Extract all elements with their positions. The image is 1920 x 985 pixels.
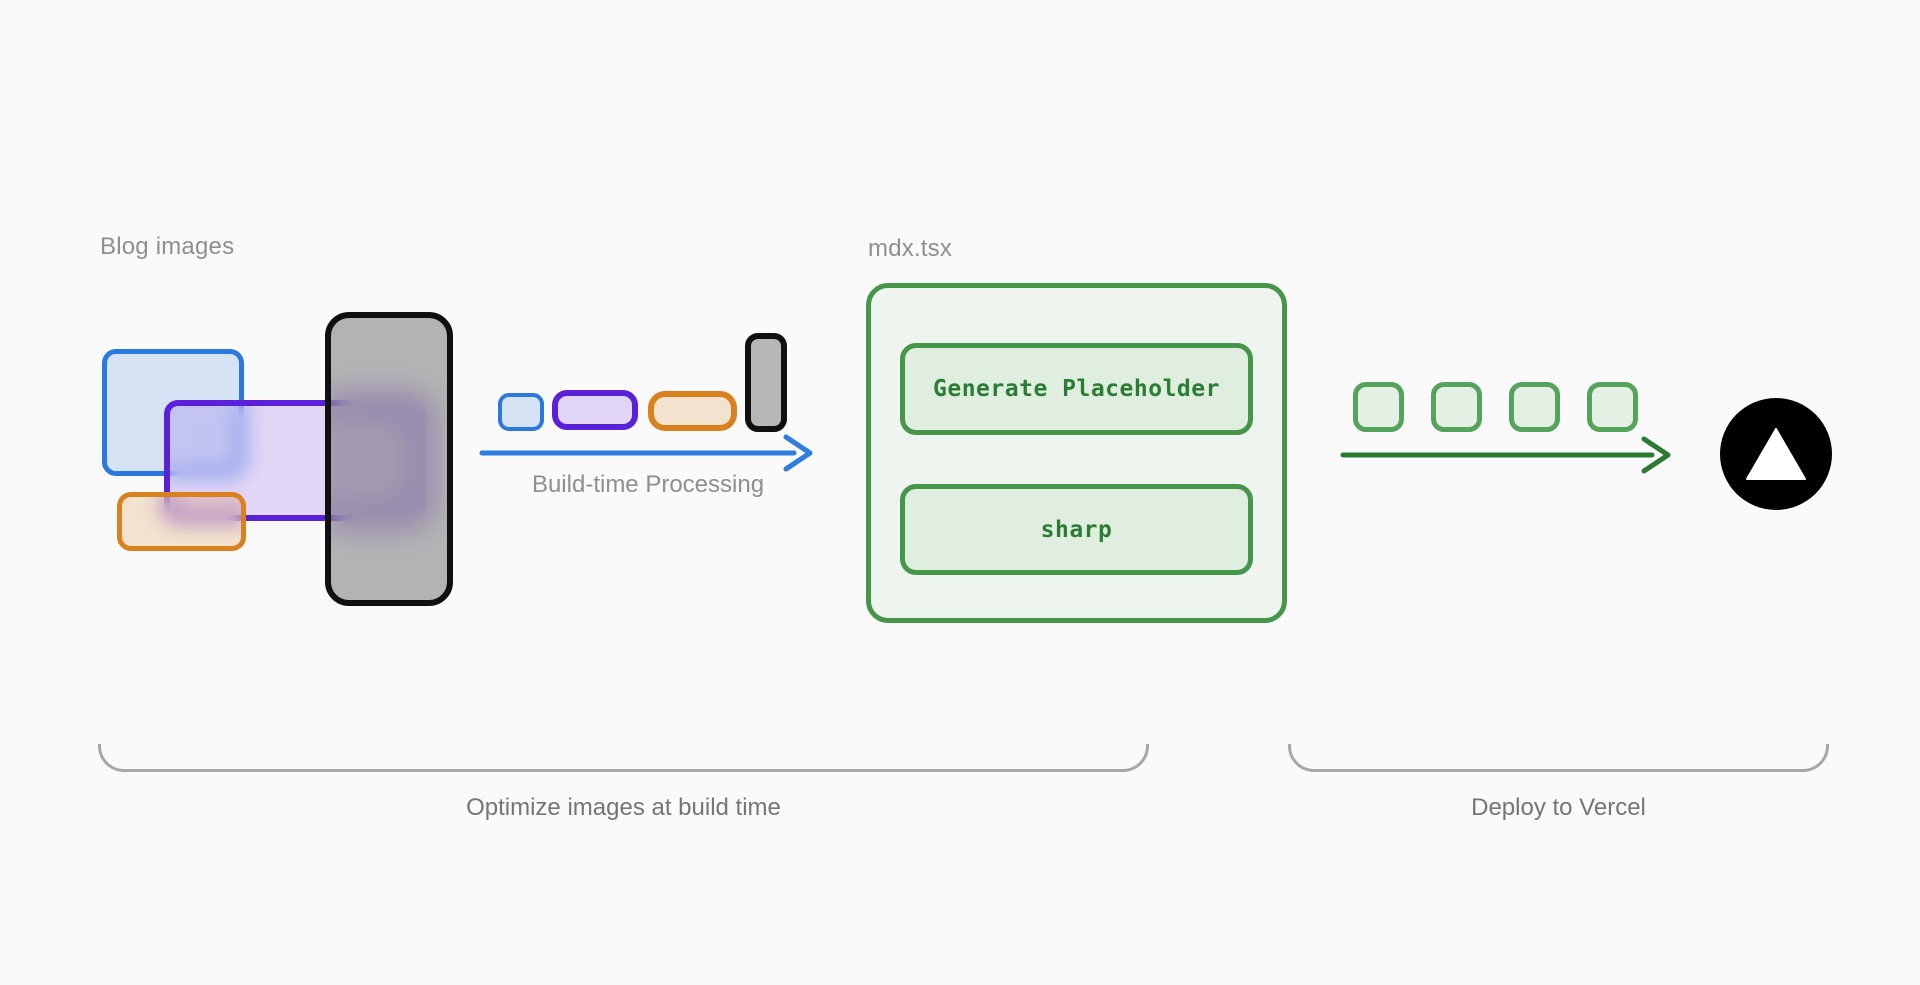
build-group-brace — [98, 744, 1149, 772]
sharp-label: sharp — [1040, 516, 1113, 543]
deploy-arrow-head — [1641, 436, 1671, 474]
output-asset-square — [1509, 382, 1560, 432]
mdx-file-label: mdx.tsx — [868, 235, 953, 262]
pipeline-step-generate-placeholder: Generate Placeholder — [900, 343, 1253, 435]
vercel-logo-icon — [1720, 398, 1832, 510]
optimized-thumb-blue — [498, 393, 544, 431]
phone-image-frame — [325, 312, 453, 606]
vercel-triangle-icon — [1746, 428, 1806, 480]
orange-image-frame — [117, 492, 246, 551]
generate-placeholder-label: Generate Placeholder — [933, 376, 1220, 402]
build-arrow-head — [783, 434, 813, 472]
optimized-thumb-orange — [648, 391, 737, 431]
deploy-group-caption: Deploy to Vercel — [1471, 794, 1646, 821]
deploy-group-brace — [1288, 744, 1829, 772]
output-asset-square — [1431, 382, 1482, 432]
optimized-thumb-purple — [552, 390, 638, 430]
blog-images-label: Blog images — [100, 233, 235, 260]
build-group-caption: Optimize images at build time — [466, 794, 781, 821]
build-time-arrow-icon — [479, 434, 813, 472]
optimized-thumb-gray — [745, 333, 787, 432]
pipeline-step-sharp: sharp — [900, 484, 1253, 575]
deploy-arrow-icon — [1340, 436, 1671, 474]
build-arrow-caption: Build-time Processing — [531, 471, 765, 498]
output-asset-square — [1353, 382, 1404, 432]
output-asset-square — [1587, 382, 1638, 432]
